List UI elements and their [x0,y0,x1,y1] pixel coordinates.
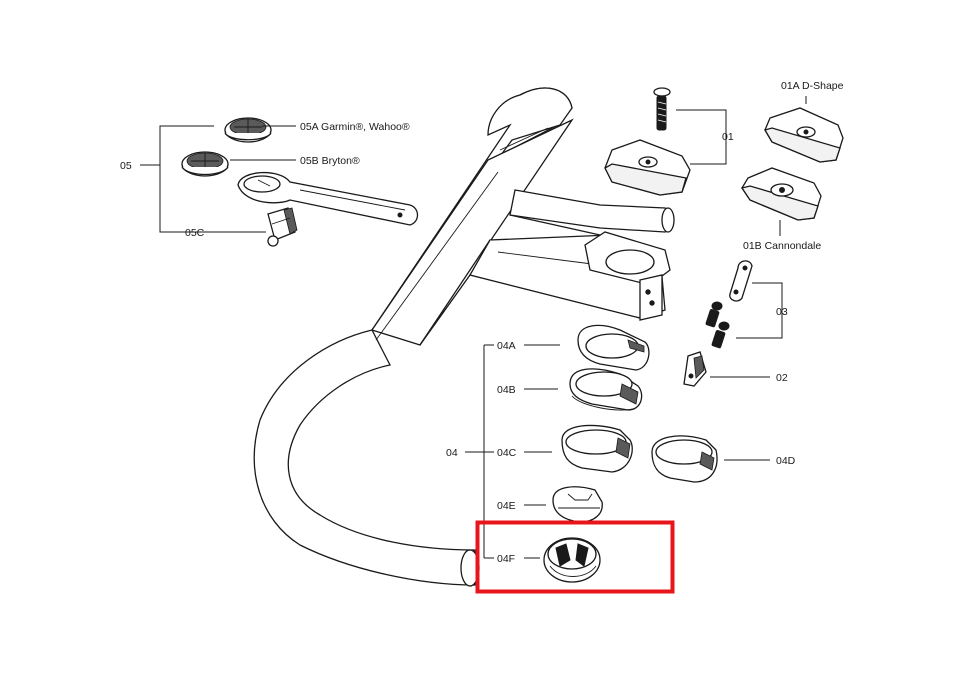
label-04c: 04C [497,447,517,459]
label-05a-garmin-wahoo: 05A Garmin®, Wahoo® [300,121,410,133]
spacer-04f [543,537,601,583]
label-05b-bryton: 05B Bryton® [300,155,360,167]
top-cap-assembly [604,87,691,196]
d-shape-cap [764,107,844,163]
spacer-04e [552,486,603,523]
bolt-kit [705,260,753,349]
label-04a: 04A [497,340,516,352]
label-01b-cannondale: 01B Cannondale [743,240,821,252]
label-02: 02 [776,372,788,384]
spacer-04b [569,368,643,411]
label-05c: 05C [185,227,205,239]
label-03: 03 [776,306,788,318]
cannondale-cap [740,167,822,221]
expander-nut [683,351,707,387]
label-04e: 04E [497,500,516,512]
label-01a-d-shape: 01A D-Shape [781,80,844,92]
label-01: 01 [722,131,734,143]
label-04f: 04F [497,553,515,565]
out-front-arm [237,171,419,226]
garmin-wahoo-puck [224,117,272,143]
label-04b: 04B [497,384,516,396]
leader-lines [140,96,807,559]
handlebar-stem-drawing [253,87,675,587]
computer-mount-group [181,117,419,247]
highlight-box [475,520,675,594]
label-04: 04 [446,447,458,459]
spacer-04a [577,324,650,371]
label-05: 05 [120,160,132,172]
spacer-04c [561,424,633,473]
bryton-puck [181,151,229,177]
spacer-04d [651,435,718,483]
adapter-clamp [267,207,298,247]
part-labels: 01 01A D-Shape 01B Cannondale 02 03 04 0… [120,80,844,565]
label-04d: 04D [776,455,796,467]
